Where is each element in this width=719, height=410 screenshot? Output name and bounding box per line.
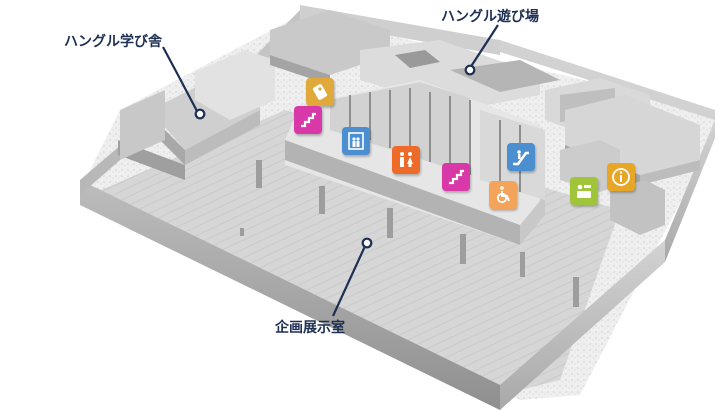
exhibition-room-label[interactable]: 企画展示室 [275,320,345,336]
hangul-playground-label[interactable]: ハングル遊び場 [441,9,539,25]
restroom-icon[interactable] [392,146,420,174]
ticket-machine-icon[interactable] [306,78,334,106]
information-icon[interactable] [607,163,635,191]
hangul-school-rooms [118,50,275,180]
leader-lines [162,24,499,317]
stairs-icon[interactable] [294,106,322,134]
wheelchair-icon[interactable] [489,181,517,209]
escalator-icon[interactable] [507,143,535,171]
elevator-icon[interactable] [342,127,370,155]
outer-walls [80,5,715,410]
hangul-school-label[interactable]: ハングル学び舎 [64,34,162,50]
pillars [240,160,579,307]
location-dots [194,64,476,249]
locker-icon[interactable] [570,177,598,205]
stairs-icon-2[interactable] [442,163,470,191]
